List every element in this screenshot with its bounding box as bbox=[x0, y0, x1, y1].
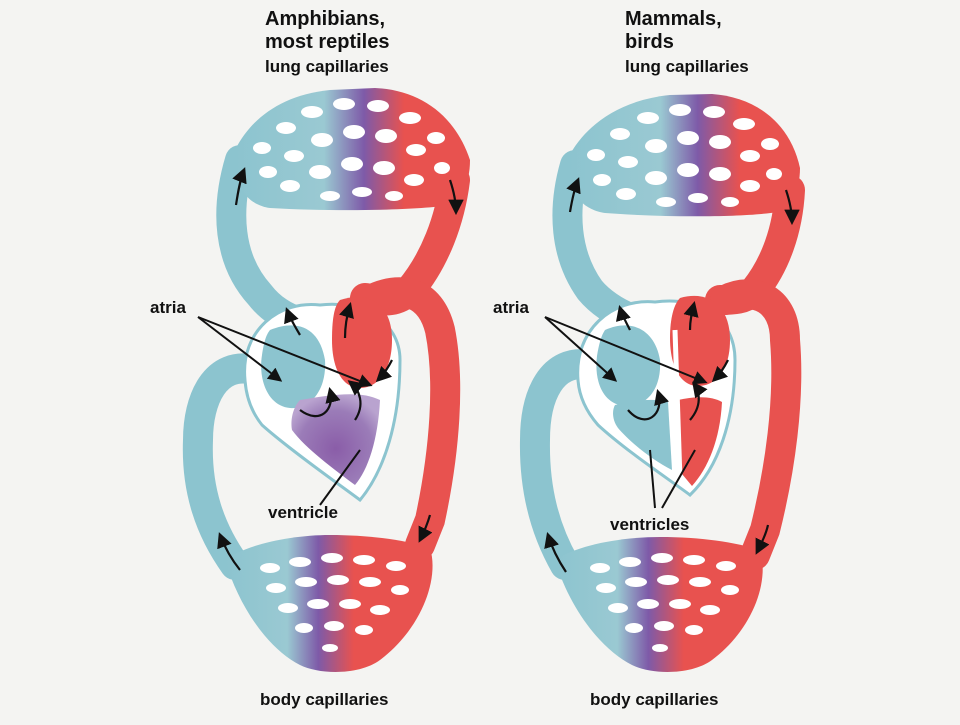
right-left-ventricle bbox=[678, 397, 722, 486]
right-atria-label: atria bbox=[493, 298, 529, 317]
left-title-line2: most reptiles bbox=[265, 31, 390, 53]
right-body-capillary-holes bbox=[590, 553, 739, 652]
left-body-capillaries-label: body capillaries bbox=[260, 690, 389, 709]
right-lung-capillary-holes bbox=[587, 104, 782, 207]
left-label-pointers bbox=[197, 316, 373, 506]
right-vena-cava-vessel bbox=[519, 349, 605, 580]
left-aorta-vessel bbox=[355, 277, 461, 560]
left-atria-label: atria bbox=[150, 298, 186, 317]
right-flow-arrows bbox=[544, 177, 800, 573]
right-circuit bbox=[519, 94, 805, 672]
left-body-capillary-holes bbox=[260, 553, 409, 652]
right-label-pointers bbox=[544, 316, 708, 509]
right-right-ventricle bbox=[613, 399, 672, 470]
right-left-atrium bbox=[670, 295, 730, 386]
right-title-line2: birds bbox=[625, 31, 674, 53]
right-aorta-vessel bbox=[710, 279, 802, 570]
right-right-atrium bbox=[596, 325, 661, 407]
left-ventricle-label: ventricle bbox=[268, 503, 338, 522]
left-lung-capillaries-label: lung capillaries bbox=[265, 57, 389, 76]
left-vena-cava-vessel bbox=[182, 353, 270, 580]
left-right-atrium bbox=[261, 325, 326, 409]
right-title-line1: Mammals, bbox=[625, 8, 722, 30]
left-flow-arrows bbox=[217, 167, 464, 571]
left-title-line1: Amphibians, bbox=[265, 8, 386, 30]
right-ventricles-label: ventricles bbox=[610, 515, 690, 534]
right-lung-capillaries-label: lung capillaries bbox=[625, 57, 749, 76]
left-lung-capillary-holes bbox=[253, 98, 450, 201]
right-body-capillaries-label: body capillaries bbox=[590, 690, 719, 709]
left-circuit bbox=[182, 88, 470, 672]
right-septum bbox=[672, 329, 683, 481]
